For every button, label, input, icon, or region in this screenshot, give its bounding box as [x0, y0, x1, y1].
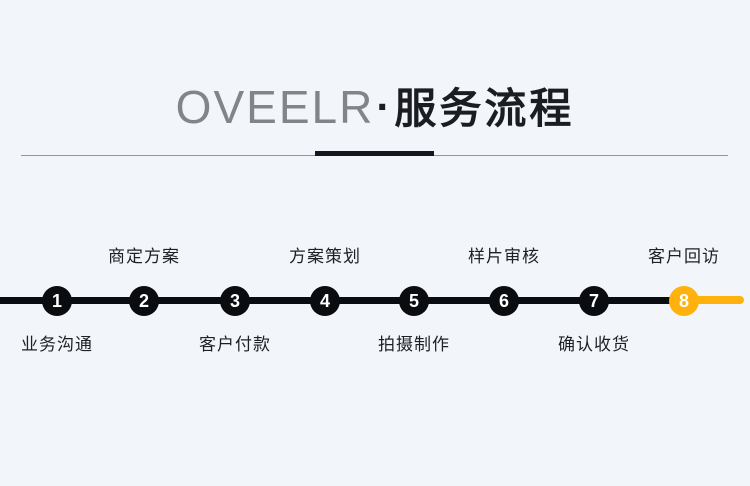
step-number: 3: [229, 290, 240, 311]
step-8-dot: 8: [669, 286, 699, 316]
step-7-label: 确认收货: [558, 335, 630, 354]
step-number: 6: [498, 290, 509, 311]
step-3-dot: 3: [220, 286, 250, 316]
step-4-label: 方案策划: [289, 247, 361, 266]
step-6-dot: 6: [489, 286, 519, 316]
step-2-dot: 2: [129, 286, 159, 316]
step-3-label: 客户付款: [199, 335, 271, 354]
step-4-dot: 4: [310, 286, 340, 316]
step-number: 4: [319, 290, 330, 311]
step-5-dot: 5: [399, 286, 429, 316]
step-7-dot: 7: [579, 286, 609, 316]
step-number: 7: [588, 290, 599, 311]
page-title: OVEELR·服务流程: [0, 82, 750, 133]
brand-name: OVEELR: [175, 81, 375, 133]
step-1-label: 业务沟通: [21, 335, 93, 354]
timeline-line-highlight: [680, 296, 744, 304]
step-number: 1: [51, 290, 62, 311]
title-text: 服务流程: [394, 85, 575, 132]
step-8-label: 客户回访: [648, 247, 720, 266]
step-number: 5: [408, 290, 419, 311]
title-separator: ·: [376, 83, 391, 130]
step-number: 2: [138, 290, 149, 311]
divider-accent-bar: [315, 151, 434, 156]
step-number: 8: [678, 290, 689, 311]
step-2-label: 商定方案: [108, 247, 180, 266]
step-6-label: 样片审核: [468, 247, 540, 266]
step-5-label: 拍摄制作: [378, 335, 450, 354]
step-1-dot: 1: [42, 286, 72, 316]
